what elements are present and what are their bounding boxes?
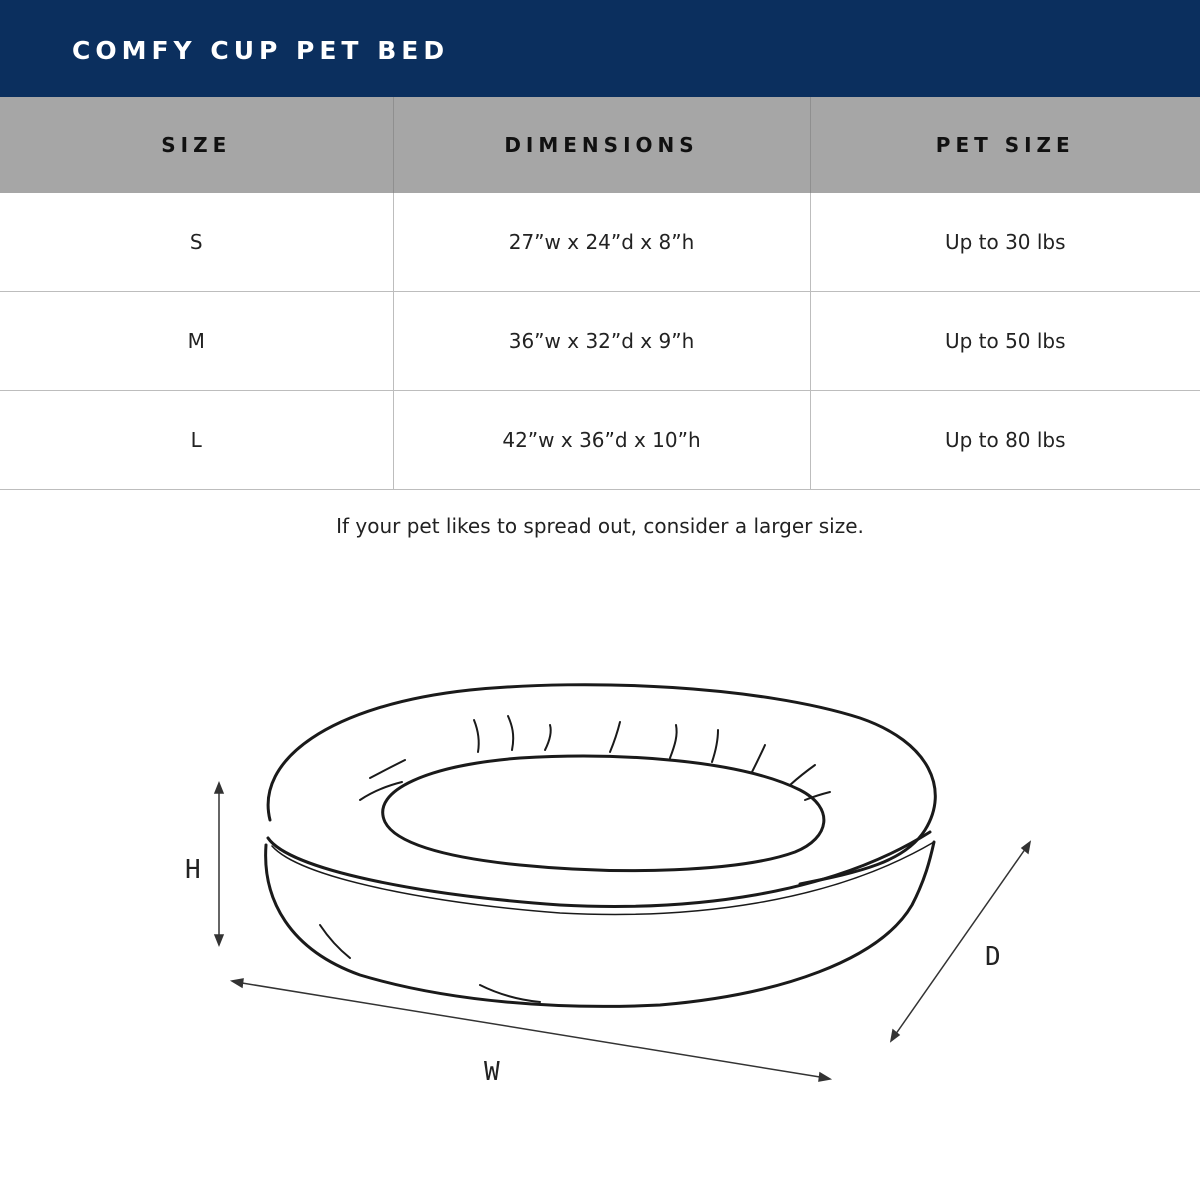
table-header-row: SIZE DIMENSIONS PET SIZE [0, 97, 1200, 193]
table-row: S 27”w x 24”d x 8”h Up to 30 lbs [0, 193, 1200, 292]
page-title: COMFY CUP PET BED [72, 36, 450, 65]
table-row: M 36”w x 32”d x 9”h Up to 50 lbs [0, 291, 1200, 391]
depth-arrow [892, 844, 1029, 1039]
cell-dimensions: 27”w x 24”d x 8”h [393, 193, 811, 292]
column-header-pet-size: PET SIZE [810, 97, 1200, 193]
bed-piping [266, 830, 932, 908]
cell-size: S [0, 193, 394, 292]
bed-inner-cushion [381, 754, 826, 873]
width-label: W [484, 1057, 500, 1087]
width-arrow [235, 981, 827, 1079]
cell-dimensions: 42”w x 36”d x 10”h [393, 390, 811, 490]
size-chart-table: SIZE DIMENSIONS PET SIZE S 27”w x 24”d x… [0, 97, 1200, 490]
cell-size: M [0, 291, 394, 391]
cell-pet-size: Up to 50 lbs [810, 291, 1200, 391]
column-header-dimensions: DIMENSIONS [393, 97, 811, 193]
cell-pet-size: Up to 30 lbs [810, 193, 1200, 292]
depth-label: D [985, 942, 1001, 972]
header-bar: COMFY CUP PET BED [0, 0, 1200, 97]
size-advice-note: If your pet likes to spread out, conside… [336, 514, 864, 538]
bed-base [264, 840, 936, 1008]
column-header-size: SIZE [0, 97, 394, 193]
height-label: H [185, 855, 201, 885]
cell-pet-size: Up to 80 lbs [810, 390, 1200, 490]
bed-outer-rim [266, 683, 937, 886]
table-row: L 42”w x 36”d x 10”h Up to 80 lbs [0, 390, 1200, 490]
cell-dimensions: 36”w x 32”d x 9”h [393, 291, 811, 391]
cell-size: L [0, 390, 394, 490]
